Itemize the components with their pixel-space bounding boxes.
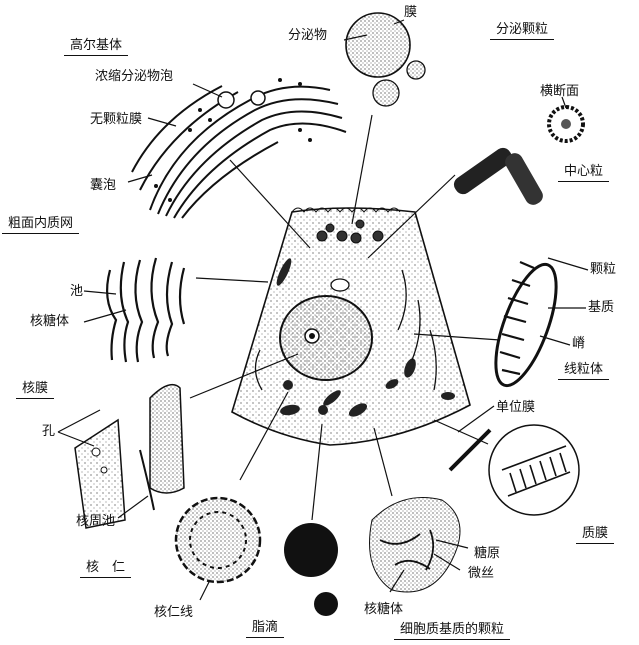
label-secretory-granule: 分泌颗粒 [490, 22, 554, 40]
label-granule: 颗粒 [590, 262, 616, 277]
label-cytoplasm-granules: 细胞质基质的颗粒 [394, 622, 510, 640]
label-unit-membrane: 单位膜 [496, 400, 535, 415]
label-crista: 嵴 [572, 336, 585, 351]
label-cross-section: 横断面 [540, 84, 579, 99]
mitochondrion-figure [483, 257, 568, 392]
label-secretory-vesicle: 浓缩分泌物泡 [95, 69, 173, 84]
label-matrix: 基质 [588, 300, 614, 315]
label-pore: 孔 [42, 424, 55, 439]
label-glycogen: 糖原 [474, 546, 500, 561]
cell-body [232, 208, 470, 445]
label-rer: 粗面内质网 [2, 216, 79, 234]
label-nuclear-envelope: 核膜 [16, 381, 54, 399]
nucleus [280, 296, 372, 380]
rough-er-figure [107, 258, 184, 362]
label-microfilament: 微丝 [468, 566, 494, 581]
golgi-complex [132, 78, 346, 218]
label-ribosome-2: 核糖体 [364, 602, 403, 617]
label-nucleolonema: 核仁线 [154, 605, 193, 620]
label-sacculus: 囊泡 [90, 178, 116, 193]
label-lipid-droplet: 脂滴 [246, 620, 284, 638]
label-cistern: 池 [70, 284, 83, 299]
nucleolus-figure [176, 498, 260, 582]
label-membrane: 膜 [404, 5, 417, 20]
label-mitochondrion: 线粒体 [558, 362, 609, 380]
label-secretion: 分泌物 [288, 28, 327, 43]
lipid-droplets [284, 523, 338, 616]
cytoplasm-granules-figure [370, 498, 461, 593]
label-ribosome: 核糖体 [30, 314, 69, 329]
label-nucleolus: 核 仁 [80, 560, 131, 578]
label-plasma-membrane: 质膜 [576, 526, 614, 544]
centriole-figure [451, 107, 583, 208]
plasma-membrane-figure [450, 425, 579, 515]
label-golgi: 高尔基体 [64, 38, 128, 56]
nuclear-envelope-figure [75, 385, 184, 528]
secretion-granules [346, 13, 425, 106]
label-centriole: 中心粒 [558, 164, 609, 182]
label-smooth-membrane: 无颗粒膜 [90, 112, 142, 127]
label-perinuclear-cistern: 核周池 [76, 514, 115, 529]
